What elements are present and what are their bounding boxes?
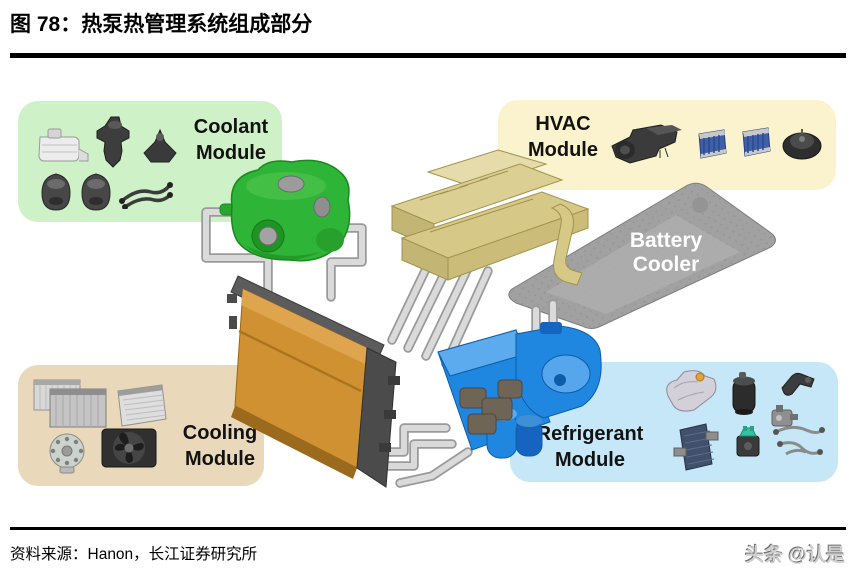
coolant-module-box: Coolant Module xyxy=(18,101,282,222)
watermark-text: 头条 @认是 xyxy=(745,545,845,566)
coolant-hoses-icon xyxy=(118,177,176,209)
coolant-valve-small-icon xyxy=(140,127,180,167)
blower-motor-icon xyxy=(780,126,824,162)
battery-cooler-label-line2: Cooler xyxy=(633,253,700,276)
refrigerant-hoses-icon xyxy=(772,422,826,458)
figure-title: 图 78：热泵热管理系统组成部分 xyxy=(10,13,313,36)
coolant-pump-2-icon xyxy=(78,171,114,213)
refrigerant-module-box: Refrigerant Module xyxy=(510,362,838,482)
fan-motor-icon xyxy=(44,431,90,475)
cooling-module-box: Cooling Module xyxy=(18,365,264,486)
footer-divider xyxy=(10,527,846,530)
title-divider xyxy=(10,53,846,58)
e-compressor-icon xyxy=(660,368,720,416)
fan-shroud-icon xyxy=(100,425,158,471)
expansion-tank-icon xyxy=(34,125,92,169)
refrigerant-module-label: Refrigerant Module xyxy=(536,423,644,471)
hvac-case-icon xyxy=(608,120,688,168)
battery-cooler-plate: Battery Cooler xyxy=(508,182,776,329)
accumulator-icon xyxy=(728,370,760,420)
coolant-pump-icon xyxy=(38,171,74,213)
coolant-module-label: Coolant Module xyxy=(193,116,269,164)
diagram-area: Coolant Module HVAC Module xyxy=(0,60,857,525)
chiller-icon xyxy=(672,420,722,472)
radiators-icon xyxy=(32,377,116,433)
expansion-valve-icon xyxy=(730,424,766,460)
hvac-module-label: HVAC Module xyxy=(528,113,598,161)
heater-core-icon xyxy=(738,124,774,160)
hvac-module-box: HVAC Module xyxy=(498,100,836,190)
coolant-valve-icon xyxy=(96,115,134,169)
bracket-part-icon xyxy=(778,368,818,400)
valve-unit-icon xyxy=(766,402,800,432)
figure-source: 资料来源：Hanon，长江证券研究所 xyxy=(10,546,258,563)
battery-cooler-label-line1: Battery xyxy=(630,229,703,252)
evaporator-core-icon xyxy=(694,126,730,162)
cooling-module-label: Cooling Module xyxy=(182,422,258,470)
condenser-icon xyxy=(112,381,170,429)
